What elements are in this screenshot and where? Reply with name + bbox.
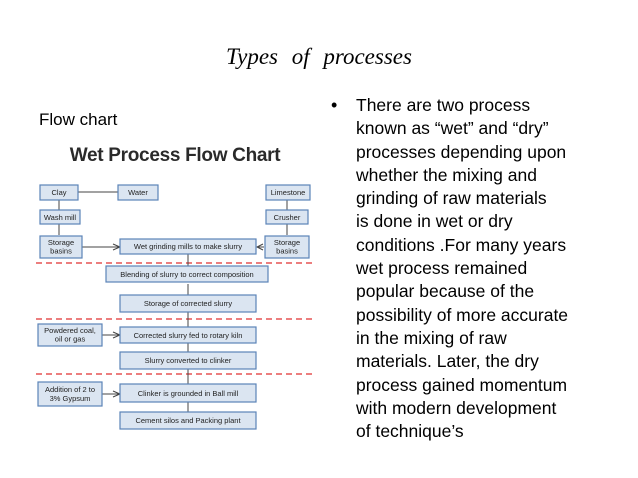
box-blending-of-slurry-label: Blending of slurry to correct compositio… (120, 270, 253, 279)
box-limestone-label: Limestone (271, 188, 306, 197)
box-cement-silos: Cement silos and Packing plant (119, 411, 257, 430)
box-cement-silos-label: Cement silos and Packing plant (135, 416, 241, 425)
bullet-line: wet process remained (356, 258, 528, 279)
box-blending-of-slurry: Blending of slurry to correct compositio… (105, 265, 269, 283)
bullet-line: is done in wet or dry (356, 211, 513, 232)
box-corrected-slurry-kiln-label: Corrected slurry fed to rotary kiln (134, 331, 243, 340)
bullet-text: There are two process known as “wet” and… (356, 94, 618, 443)
bullet-line: conditions .For many years (356, 234, 567, 255)
bullet-line: whether the mixing and (356, 164, 537, 185)
box-storage-corrected-slurry-label: Storage of corrected slurry (144, 299, 233, 308)
bullet-dot-icon: • (331, 95, 338, 115)
box-slurry-converted-clinker-label: Slurry converted to clinker (145, 356, 232, 365)
box-water: Water (117, 184, 159, 201)
box-powdered-coal: Powdered coal,oil or gas (37, 323, 103, 347)
bullet-line: of technique’s (356, 421, 464, 442)
bullet-line: process gained momentum (356, 374, 568, 395)
slide-title: Types of processes (226, 44, 412, 69)
bullet-line: processes depending upon (356, 141, 567, 162)
bullet-line: known as “wet” and “dry” (356, 118, 549, 139)
box-clinker-ball-mill: Clinker is grounded in Ball mill (119, 383, 257, 403)
bullet-line: grinding of raw materials (356, 188, 547, 209)
box-clay: Clay (39, 184, 79, 201)
box-crusher: Crusher (265, 209, 309, 225)
flow-chart-title: Wet Process Flow Chart (69, 145, 281, 166)
bullet-line: popular because of the (356, 281, 535, 302)
bullet-line: with modern development (356, 397, 557, 418)
box-clinker-ball-mill-label: Clinker is grounded in Ball mill (138, 389, 239, 398)
box-corrected-slurry-kiln: Corrected slurry fed to rotary kiln (119, 326, 257, 344)
box-storage-corrected-slurry: Storage of corrected slurry (119, 294, 257, 313)
box-wet-grinding-mills: Wet grinding mills to make slurry (119, 238, 257, 255)
box-wet-grinding-mills-label: Wet grinding mills to make slurry (134, 242, 242, 251)
box-clay-label: Clay (51, 188, 66, 197)
box-crusher-label: Crusher (274, 213, 301, 222)
bullet-line: There are two process (356, 95, 531, 115)
box-powdered-coal-label: Powdered coal,oil or gas (44, 326, 96, 344)
box-water-label: Water (128, 188, 148, 197)
box-wash-mill: Wash mill (39, 209, 81, 225)
flow-chart-diagram: Clay Water Limestone Wash mill Crusher S… (36, 184, 314, 430)
bullet-line: materials. Later, the dry (356, 351, 539, 372)
wet-process-flow-chart: Wet Process Flow Chart (36, 138, 314, 438)
box-limestone: Limestone (265, 184, 311, 201)
box-slurry-converted-clinker: Slurry converted to clinker (119, 351, 257, 370)
bullet-line: in the mixing of raw (356, 327, 507, 348)
bullet-line: possibility of more accurate (356, 304, 569, 325)
box-wash-mill-label: Wash mill (44, 213, 77, 222)
flow-chart-label: Flow chart (39, 110, 118, 129)
